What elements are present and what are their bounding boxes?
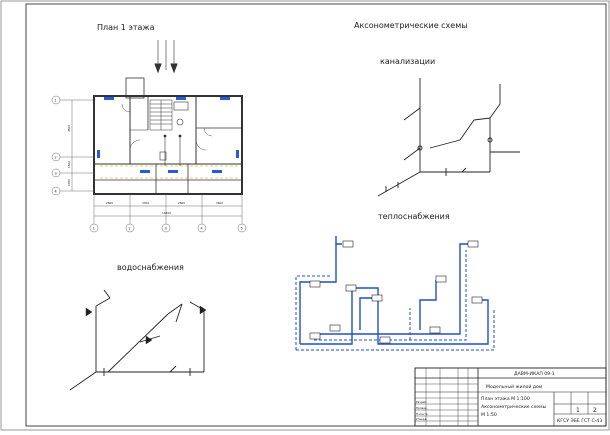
water-scheme (69, 289, 205, 391)
row-dim-1: 4500 (67, 125, 71, 132)
doc-code: ДАВМ-ИКАП 09-1 (514, 371, 555, 377)
col-dim-4: 3600 (216, 201, 223, 205)
project-name: Модельный жилой дом (486, 383, 543, 390)
col-dim-1: 2800 (106, 201, 113, 205)
organization: КГСУ ЭБЕ ГСТ С-43 (557, 418, 602, 424)
col-axis-5: 5 (241, 227, 243, 231)
role-approved: Утверд. (416, 417, 427, 421)
water-valve-icons (85, 305, 207, 345)
role-developer: Разраб. (416, 400, 427, 404)
sewer-title: канализации (380, 57, 435, 66)
heating-scheme (299, 236, 489, 345)
title-block (414, 367, 607, 427)
row-dim-3: 1300 (67, 179, 71, 186)
role-norm-control: Н.контр. (416, 412, 429, 416)
role-checker: Провер. (416, 406, 428, 410)
sheet-desc-2: Аксонометрические схемы (481, 404, 547, 410)
row-axis-1: 1 (55, 99, 57, 103)
total-dim: 14600 (162, 211, 171, 215)
col-axis-2: 2 (129, 227, 131, 231)
col-axis-3: 3 (165, 227, 167, 231)
sheets-total: 2 (593, 407, 597, 414)
plan-title: План 1 этажа (97, 23, 155, 32)
col-dim-3: 2800 (178, 201, 185, 205)
col-axis-1: 1 (93, 227, 95, 231)
plan-col-axes (89, 194, 247, 233)
heating-return-dashed (295, 250, 495, 351)
axonometric-title: Аксонометрические схемы (354, 21, 468, 30)
sheet-number: 1 (576, 407, 580, 414)
col-axis-4: 4 (201, 227, 203, 231)
row-dim-2: 1500 (67, 161, 71, 168)
radiator-set (309, 240, 483, 344)
sheet-desc-3: М 1:50 (481, 412, 497, 418)
water-title: водоснабжения (117, 263, 184, 272)
row-axis-4: 4 (55, 190, 57, 194)
plan-row-axes (51, 95, 94, 196)
row-axis-2: 2 (55, 156, 57, 160)
sewer-scheme (377, 78, 520, 197)
sheet-desc-1: План этажа М 1:100 (481, 396, 530, 402)
row-axis-3: 3 (55, 172, 57, 176)
inner-frame (25, 3, 607, 427)
floor-plan (93, 40, 243, 195)
col-dim-2: 3300 (142, 201, 149, 205)
heating-title: теплоснабжения (378, 212, 450, 221)
stair-icon (149, 99, 173, 131)
